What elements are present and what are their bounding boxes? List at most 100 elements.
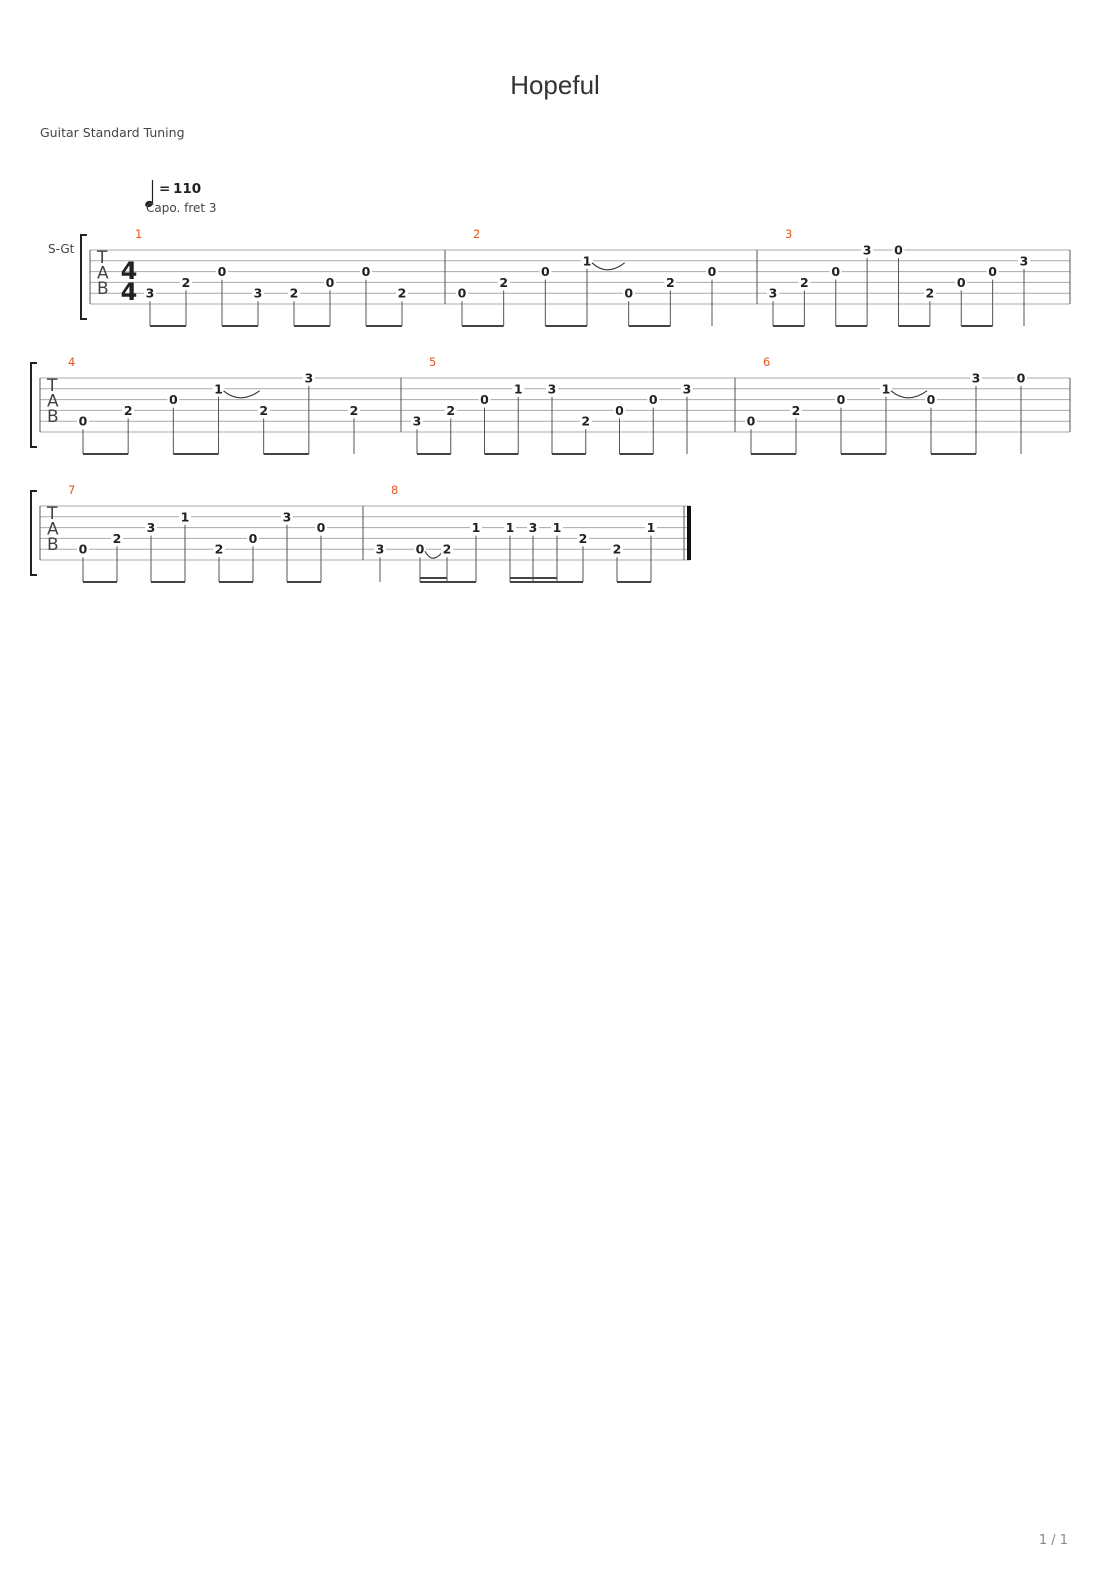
fret-background [527, 520, 539, 535]
fret-number: 0 [218, 264, 227, 279]
fret-background [288, 286, 300, 301]
fret-background [213, 542, 225, 557]
fret-background [970, 371, 982, 385]
capo-text: Capo. fret 3 [146, 201, 217, 215]
fret-number: 2 [926, 286, 935, 301]
fret-number: 1 [214, 381, 223, 396]
fret-background [252, 286, 264, 301]
fret-number: 3 [254, 286, 263, 301]
fret-number: 0 [480, 392, 489, 407]
fret-background [247, 531, 259, 546]
fret-number: 0 [249, 531, 258, 546]
fret-background [613, 403, 626, 418]
quarter-note-icon [145, 200, 153, 208]
fret-background [539, 264, 552, 279]
fret-background [302, 371, 315, 385]
fret-background [77, 414, 89, 429]
fret-background [315, 520, 327, 535]
fret-number: 3 [972, 371, 981, 386]
fret-number: 2 [259, 403, 268, 418]
fret-number: 2 [800, 275, 809, 290]
fret-number: 3 [769, 286, 778, 301]
fret-background [324, 275, 336, 290]
fret-number: 0 [957, 275, 966, 290]
system-bracket [30, 362, 37, 448]
fret-number: 2 [666, 275, 675, 290]
tab-clef-letter: T [46, 376, 58, 396]
fret-background [470, 520, 482, 535]
fret-number: 0 [837, 392, 846, 407]
fret-number: 0 [1017, 371, 1026, 386]
fret-number: 3 [548, 381, 557, 396]
fret-background [829, 264, 842, 279]
fret-background [925, 392, 937, 407]
fret-number: 0 [927, 392, 936, 407]
fret-number: 1 [472, 520, 481, 535]
fret-background [179, 509, 191, 524]
tie-arc [223, 390, 260, 399]
fret-background [745, 414, 757, 429]
tie-arc [424, 550, 444, 559]
fret-number: 0 [326, 275, 335, 290]
fret-number: 2 [290, 286, 299, 301]
fret-number: 0 [416, 542, 425, 557]
tempo-bpm: 110 [173, 181, 201, 197]
measure-number: 1 [135, 227, 142, 241]
fret-background [348, 403, 360, 418]
fret-background [145, 520, 157, 535]
fret-number: 1 [181, 509, 190, 524]
fret-number: 0 [988, 264, 997, 279]
fret-background [681, 381, 693, 396]
fret-number: 2 [446, 403, 455, 418]
fret-background [1018, 253, 1030, 268]
fret-background [77, 542, 89, 557]
fret-number: 0 [894, 243, 903, 258]
fret-number: 2 [581, 414, 590, 429]
fret-background [551, 520, 563, 535]
tie-arc [890, 390, 928, 399]
tab-clef-letter: B [47, 535, 59, 555]
fret-number: 2 [443, 542, 452, 557]
fret-number: 2 [613, 542, 622, 557]
fret-background [414, 542, 426, 557]
fret-number: 0 [458, 286, 467, 301]
fret-background [835, 392, 847, 407]
time-signature-numerator: 4 [121, 257, 138, 285]
fret-number: 2 [579, 531, 588, 546]
fret-number: 3 [376, 542, 385, 557]
fret-number: 3 [283, 509, 292, 524]
fret-number: 0 [541, 264, 550, 279]
measure-number: 5 [429, 355, 436, 369]
fret-background [456, 286, 468, 301]
fret-background [212, 381, 225, 396]
final-bar-thick [687, 506, 691, 560]
fret-number: 2 [124, 403, 133, 418]
fret-background [411, 414, 423, 429]
measure-number: 6 [763, 355, 770, 369]
fret-background [444, 403, 457, 418]
measure-number: 8 [391, 483, 398, 497]
system-bracket [80, 234, 87, 320]
tab-clef-letter: B [47, 407, 59, 427]
fret-background [664, 275, 677, 290]
time-signature-denominator: 4 [121, 278, 138, 306]
fret-number: 0 [708, 264, 717, 279]
tab-clef-letter: T [46, 504, 58, 524]
fret-background [441, 542, 453, 557]
fret-number: 2 [350, 403, 359, 418]
fret-background [611, 542, 623, 557]
fret-number: 1 [882, 381, 891, 396]
fret-background [880, 381, 892, 396]
fret-background [504, 520, 516, 535]
fret-background [396, 286, 408, 301]
fret-number: 1 [506, 520, 515, 535]
tempo-prefix: = [159, 181, 170, 197]
fret-number: 0 [831, 264, 840, 279]
fret-number: 3 [1020, 253, 1029, 268]
fret-background [1015, 371, 1027, 385]
fret-number: 0 [79, 542, 88, 557]
fret-number: 3 [147, 520, 156, 535]
fret-background [622, 286, 635, 301]
fret-number: 3 [529, 520, 538, 535]
